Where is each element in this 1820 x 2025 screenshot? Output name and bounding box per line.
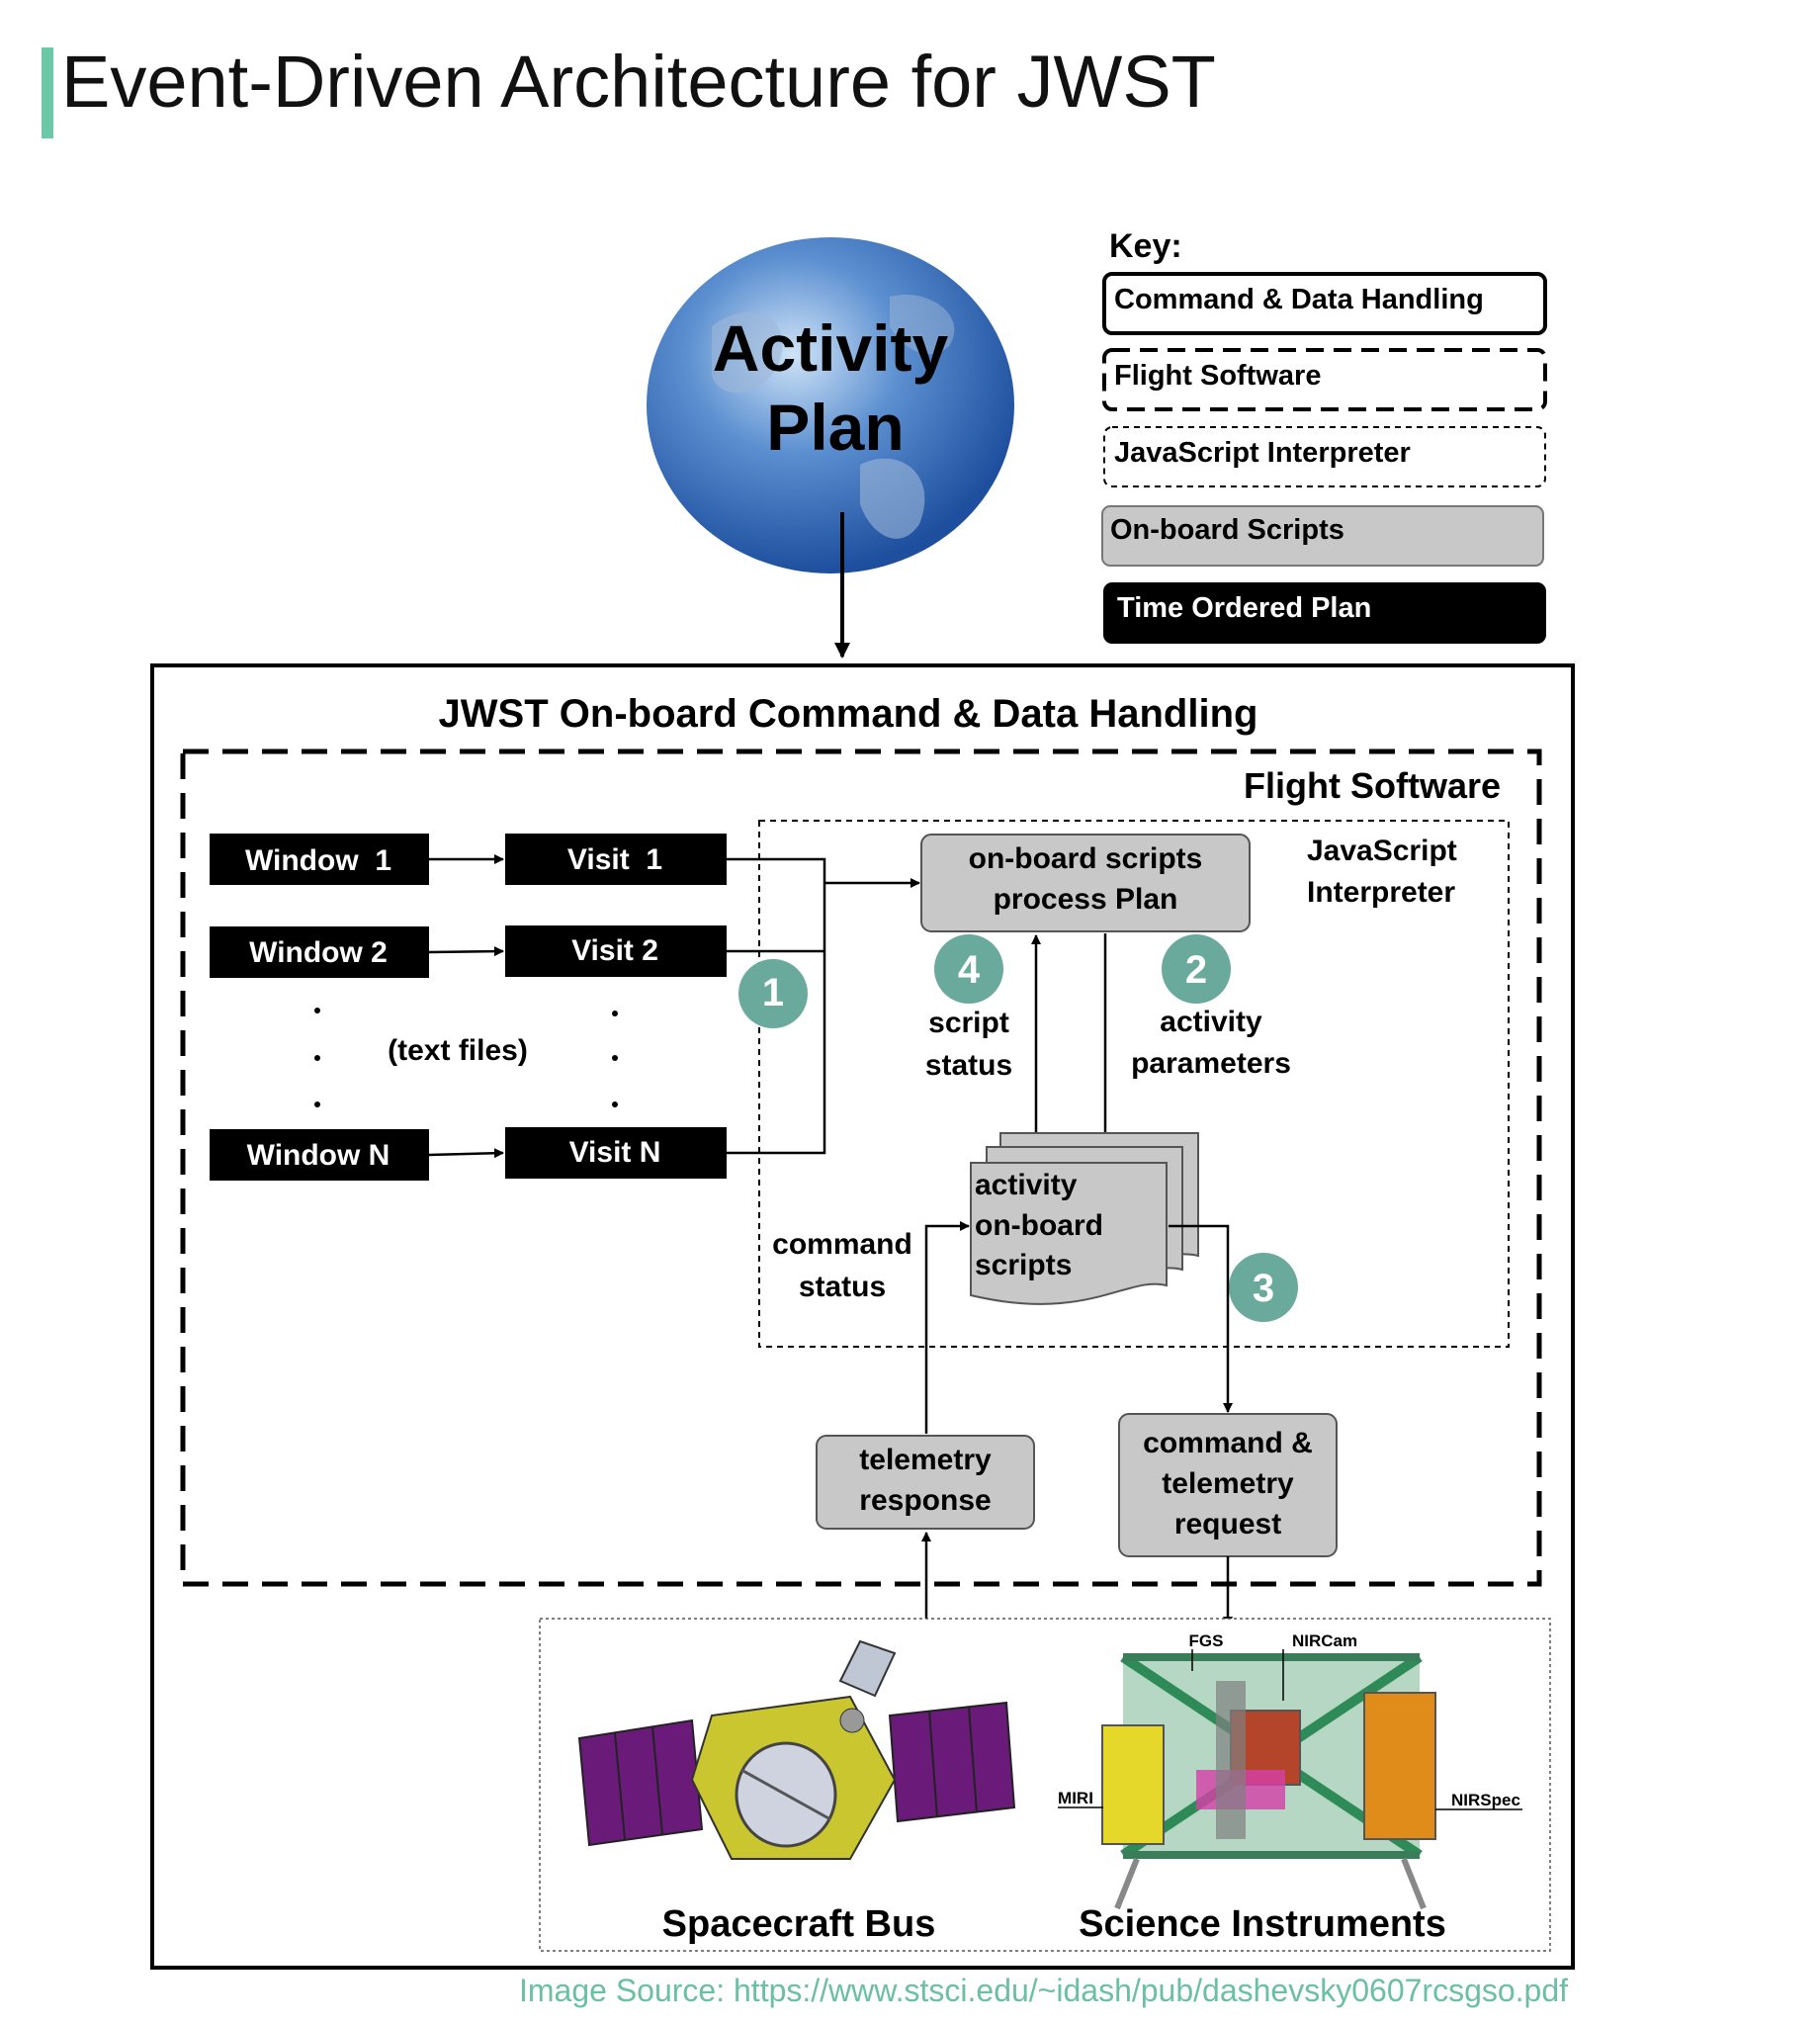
activity-params-line1: activity	[1160, 1006, 1262, 1038]
interpreter-line1: JavaScript	[1307, 835, 1457, 867]
spacecraft-bus-label: Spacecraft Bus	[662, 1903, 936, 1945]
window2-visit2-arrow	[428, 946, 504, 957]
tag-nirspec: NIRSpec	[1451, 1791, 1520, 1809]
telemetry-line2: response	[859, 1484, 991, 1517]
marker-4: 4	[934, 934, 1003, 1004]
window-n-box	[210, 1129, 429, 1181]
scripts-line2: on-board	[975, 1209, 1103, 1242]
key-scripts-swatch	[1101, 505, 1544, 567]
marker-3: 3	[1229, 1253, 1298, 1322]
command-status-line1: command	[772, 1228, 912, 1261]
globe-line1: Activity	[713, 311, 949, 385]
script-status-line1: script	[928, 1007, 1009, 1039]
key-item-interpreter: JavaScript Interpreter	[1114, 437, 1411, 469]
globe-line2: Plan	[766, 391, 904, 464]
visit-collector-line	[727, 857, 826, 1155]
page-title: Event-Driven Architecture for JWST	[61, 41, 1216, 123]
tag-miri: MIRI	[1058, 1789, 1093, 1807]
key-fsw-swatch	[1102, 348, 1547, 411]
telemetry-response-box	[816, 1435, 1035, 1530]
visit-2-label: Visit 2	[571, 934, 658, 967]
image-source-link[interactable]: Image Source: https://www.stsci.edu/~ida…	[519, 1973, 1569, 2008]
telemetry-line1: telemetry	[859, 1444, 992, 1476]
visit-2-box	[505, 925, 727, 977]
cdh-outer-box	[150, 663, 1575, 1970]
activity-params-line2: parameters	[1131, 1047, 1291, 1080]
scripts-line3: scripts	[975, 1249, 1072, 1281]
spacecraft-bus-image	[577, 1639, 1016, 1860]
command-status-line2: status	[799, 1271, 886, 1303]
cdh-title: JWST On-board Command & Data Handling	[439, 692, 1258, 736]
science-instruments-image	[1058, 1649, 1522, 1910]
cmd-request-line3: request	[1174, 1508, 1281, 1541]
interpreter-line2: Interpreter	[1307, 876, 1455, 909]
svg-text:1: 1	[762, 971, 784, 1014]
window-2-label: Window 2	[249, 936, 388, 969]
svg-text:2: 2	[1185, 948, 1207, 992]
marker-2: 2	[1162, 934, 1231, 1004]
tag-nircam: NIRCam	[1292, 1631, 1357, 1650]
scripts-to-command-arrow	[1169, 1224, 1233, 1413]
svg-text:3: 3	[1253, 1267, 1274, 1310]
key-legend: Key: Command & Data Handling Flight Soft…	[1101, 227, 1547, 644]
process-line2: process Plan	[994, 883, 1178, 916]
key-item-plan: Time Ordered Plan	[1117, 592, 1371, 624]
windowN-visitN-arrow	[428, 1148, 504, 1159]
visit-n-box	[505, 1127, 727, 1179]
key-cdh-swatch	[1102, 272, 1547, 335]
key-item-cdh: Command & Data Handling	[1114, 284, 1484, 315]
cmd-request-line1: command &	[1143, 1427, 1313, 1459]
tag-fgs: FGS	[1189, 1631, 1224, 1650]
key-interpreter-swatch	[1103, 426, 1546, 487]
window-1-box	[210, 834, 429, 885]
text-files-label: (text files)	[388, 1034, 528, 1067]
process-line1: on-board scripts	[969, 842, 1203, 875]
visit-1-label: Visit 1	[567, 843, 662, 876]
key-item-scripts: On-board Scripts	[1110, 514, 1344, 546]
visit-1-box	[505, 834, 727, 885]
script-status-line2: status	[925, 1049, 1012, 1082]
onboard-scripts-documents: activity on-board scripts	[970, 1132, 1199, 1305]
title-accent-bar	[42, 47, 53, 138]
scripts-line1: activity	[975, 1169, 1078, 1201]
window-2-box	[210, 926, 429, 978]
key-plan-swatch	[1103, 582, 1546, 644]
visit-n-label: Visit N	[569, 1136, 661, 1169]
flight-software-label: Flight Software	[1244, 765, 1501, 806]
process-plan-box	[920, 834, 1251, 932]
ellipsis-dots	[314, 1008, 618, 1107]
cmd-request-line2: telemetry	[1162, 1467, 1294, 1500]
activity-plan-globe: Activity Plan	[647, 237, 1014, 573]
key-item-fsw: Flight Software	[1114, 360, 1321, 392]
key-heading: Key:	[1109, 227, 1182, 265]
window-1-label: Window 1	[245, 844, 391, 877]
svg-text:4: 4	[958, 948, 981, 992]
telemetry-to-scripts-arrow	[924, 1221, 970, 1434]
flight-software-box	[180, 748, 1542, 1587]
science-instruments-label: Science Instruments	[1079, 1903, 1446, 1945]
marker-1: 1	[738, 959, 808, 1028]
interpreter-box	[758, 820, 1510, 1348]
window-n-label: Window N	[247, 1139, 390, 1172]
